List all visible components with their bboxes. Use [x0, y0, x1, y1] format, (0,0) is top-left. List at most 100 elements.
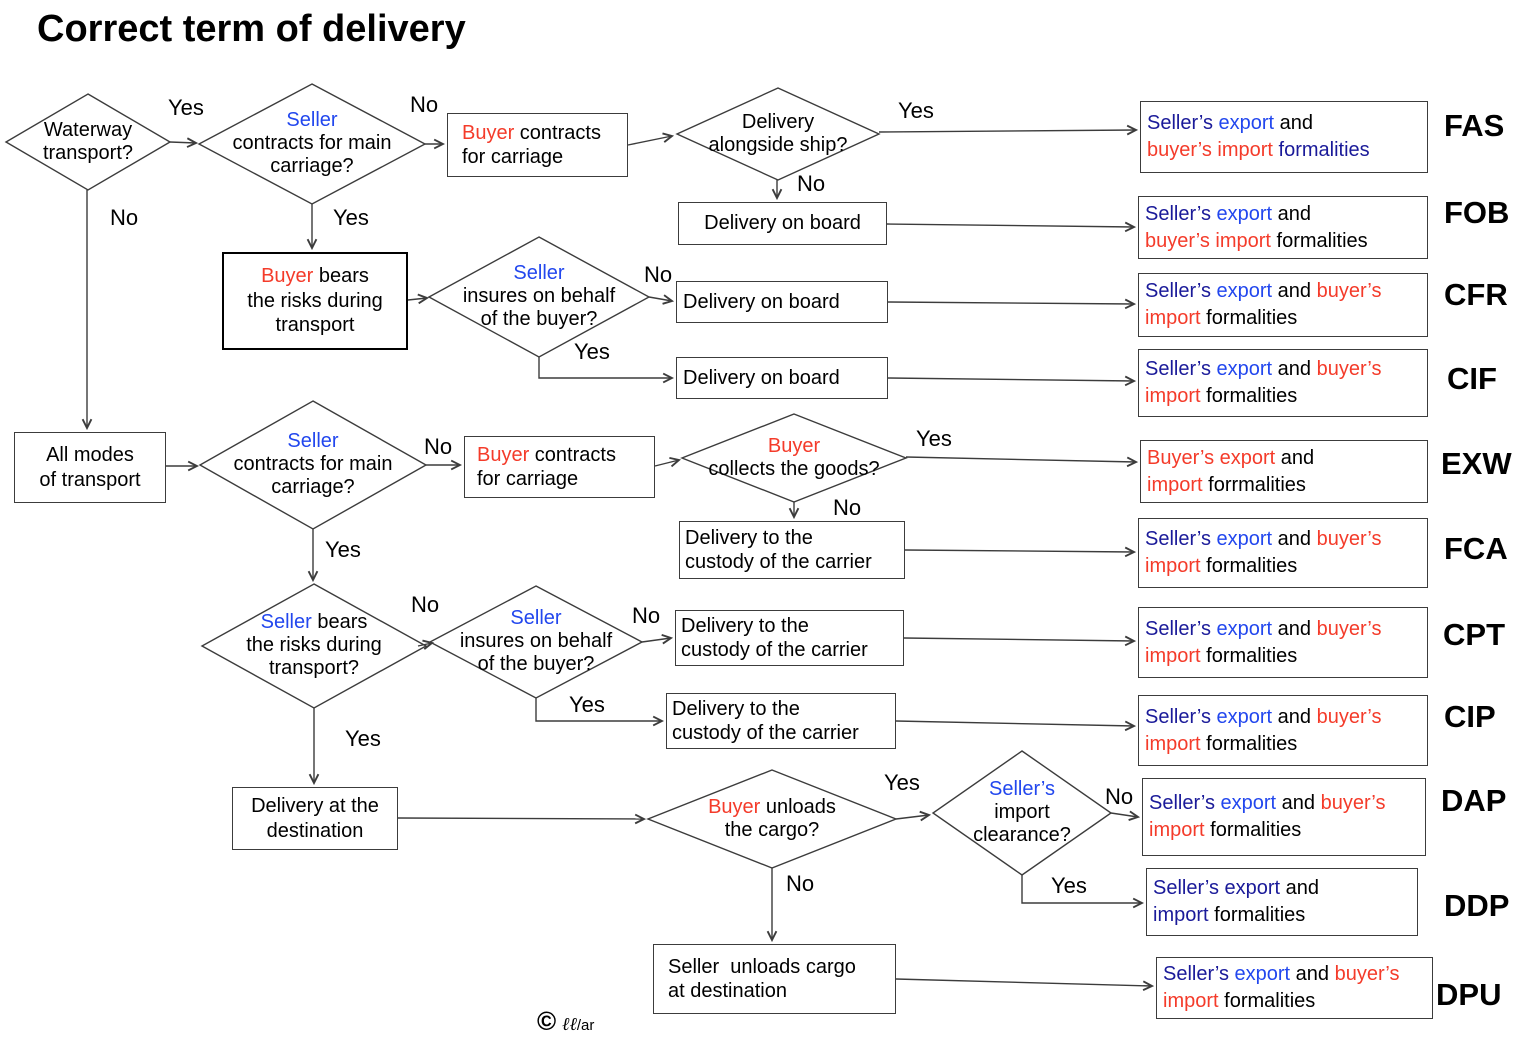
- text-span: formalities: [1200, 385, 1298, 407]
- incoterm-label-exw: EXW: [1441, 446, 1512, 481]
- delivery-on-board-box-cif: Delivery on board: [676, 357, 888, 399]
- arrow-bears-no: [417, 643, 432, 646]
- text-span: Waterway: [43, 118, 133, 141]
- edge-label-yes: Yes: [916, 426, 952, 451]
- arrow-board-cfr: [887, 302, 1134, 304]
- text-span: Seller unloads cargo: [668, 955, 856, 978]
- text-line: the risks during: [247, 289, 383, 313]
- incoterm-label-fob: FOB: [1444, 195, 1510, 230]
- text-line: Seller’s export and buyer’s: [1145, 356, 1427, 383]
- text-span: Seller: [286, 109, 338, 132]
- text-span: and: [1272, 202, 1312, 225]
- text-line: Seller’s export and buyer’s: [1145, 704, 1427, 731]
- text-span: and: [1272, 280, 1317, 302]
- arrow-insures1-yes: [538, 357, 672, 378]
- text-line: for carriage: [462, 145, 563, 169]
- text-span: export: [1220, 792, 1277, 814]
- text-span: import: [1145, 644, 1201, 667]
- edge-label-yes: Yes: [168, 95, 204, 120]
- incoterm-label-fca: FCA: [1444, 531, 1508, 566]
- text-span: of the buyer?: [477, 653, 595, 676]
- arrow-board-cif: [887, 378, 1134, 381]
- arrow-buyer-contracts-2: [654, 460, 679, 466]
- text-line: Delivery to the: [685, 526, 813, 550]
- text-span: Delivery to the: [672, 697, 800, 720]
- text-span: Delivery to the: [685, 526, 813, 549]
- text-line: Seller: [233, 109, 392, 132]
- text-line: destination: [267, 819, 364, 843]
- text-span: and: [1290, 963, 1335, 985]
- text-span: Buyer: [462, 121, 515, 144]
- arrow-custody-fca: [904, 550, 1134, 552]
- text-span: Seller: [260, 611, 312, 634]
- text-line: at destination: [668, 979, 787, 1003]
- edge-label-no: No: [411, 592, 440, 617]
- text-span: transport: [275, 314, 355, 337]
- text-span: Seller’s: [1145, 202, 1217, 225]
- text-span: and: [1272, 528, 1317, 550]
- arrow-import-yes-ddp: [1021, 875, 1142, 903]
- text-line: carriage?: [234, 477, 393, 500]
- text-line: Buyer unloads: [708, 796, 836, 819]
- text-span: and: [1280, 877, 1320, 899]
- edge-label-yes: Yes: [325, 537, 361, 562]
- text-line: Waterway: [43, 119, 133, 142]
- edge-label-yes: Yes: [898, 98, 934, 123]
- edge-label-no: No: [410, 92, 439, 117]
- text-line: Seller bears: [246, 611, 382, 634]
- text-span: insures on behalf: [459, 630, 613, 653]
- text-span: custody of the carrier: [685, 551, 872, 573]
- text-span: import: [1163, 990, 1219, 1012]
- text-line: custody of the carrier: [672, 721, 859, 745]
- text-span: formalities: [1200, 307, 1298, 329]
- text-span: the risks during: [247, 289, 383, 312]
- text-span: Delivery: [741, 110, 815, 133]
- text-span: export: [1216, 202, 1273, 225]
- text-span: buyer’s import: [1145, 229, 1271, 252]
- text-line: Seller: [234, 430, 393, 453]
- text-line: contracts for main: [233, 132, 392, 155]
- text-span: Seller’s: [1163, 963, 1235, 985]
- text-line: carriage?: [233, 156, 392, 179]
- text-span: alongside ship?: [708, 134, 848, 156]
- text-line: Seller’s export and buyer’s: [1149, 790, 1425, 817]
- text-span: Seller’s: [1147, 112, 1219, 134]
- text-span: export: [1216, 617, 1273, 640]
- text-span: insures on behalf: [462, 285, 616, 308]
- text-span: transport?: [268, 657, 360, 680]
- text-line: import formalities: [1145, 731, 1427, 758]
- text-span: Seller’s: [1149, 792, 1221, 814]
- text-span: carriage?: [270, 155, 354, 178]
- text-line: insures on behalf: [460, 630, 612, 653]
- copyright-suffix: /ar: [576, 1017, 595, 1034]
- text-line: contracts for main: [234, 453, 393, 476]
- text-span: Delivery on board: [683, 366, 840, 389]
- arrow-insures2-no: [641, 638, 671, 642]
- delivery-on-board-box-cfr: Delivery on board: [676, 281, 888, 323]
- text-line: Seller’s export and: [1145, 201, 1427, 228]
- text-span: import: [1145, 385, 1201, 407]
- text-span: Seller’s: [1145, 528, 1217, 550]
- text-line: Delivery to the: [681, 614, 809, 638]
- text-span: contracts: [514, 121, 601, 144]
- text-span: Seller’s: [1145, 358, 1217, 380]
- edge-label-yes: Yes: [884, 770, 920, 795]
- text-line: transport?: [43, 142, 133, 165]
- text-span: buyer’s: [1316, 358, 1382, 380]
- text-span: for carriage: [462, 146, 564, 168]
- edge-label-yes: Yes: [1051, 873, 1087, 898]
- text-line: for carriage: [477, 467, 578, 491]
- text-span: import: [994, 801, 1050, 824]
- arrow-buyer-bears: [407, 298, 427, 300]
